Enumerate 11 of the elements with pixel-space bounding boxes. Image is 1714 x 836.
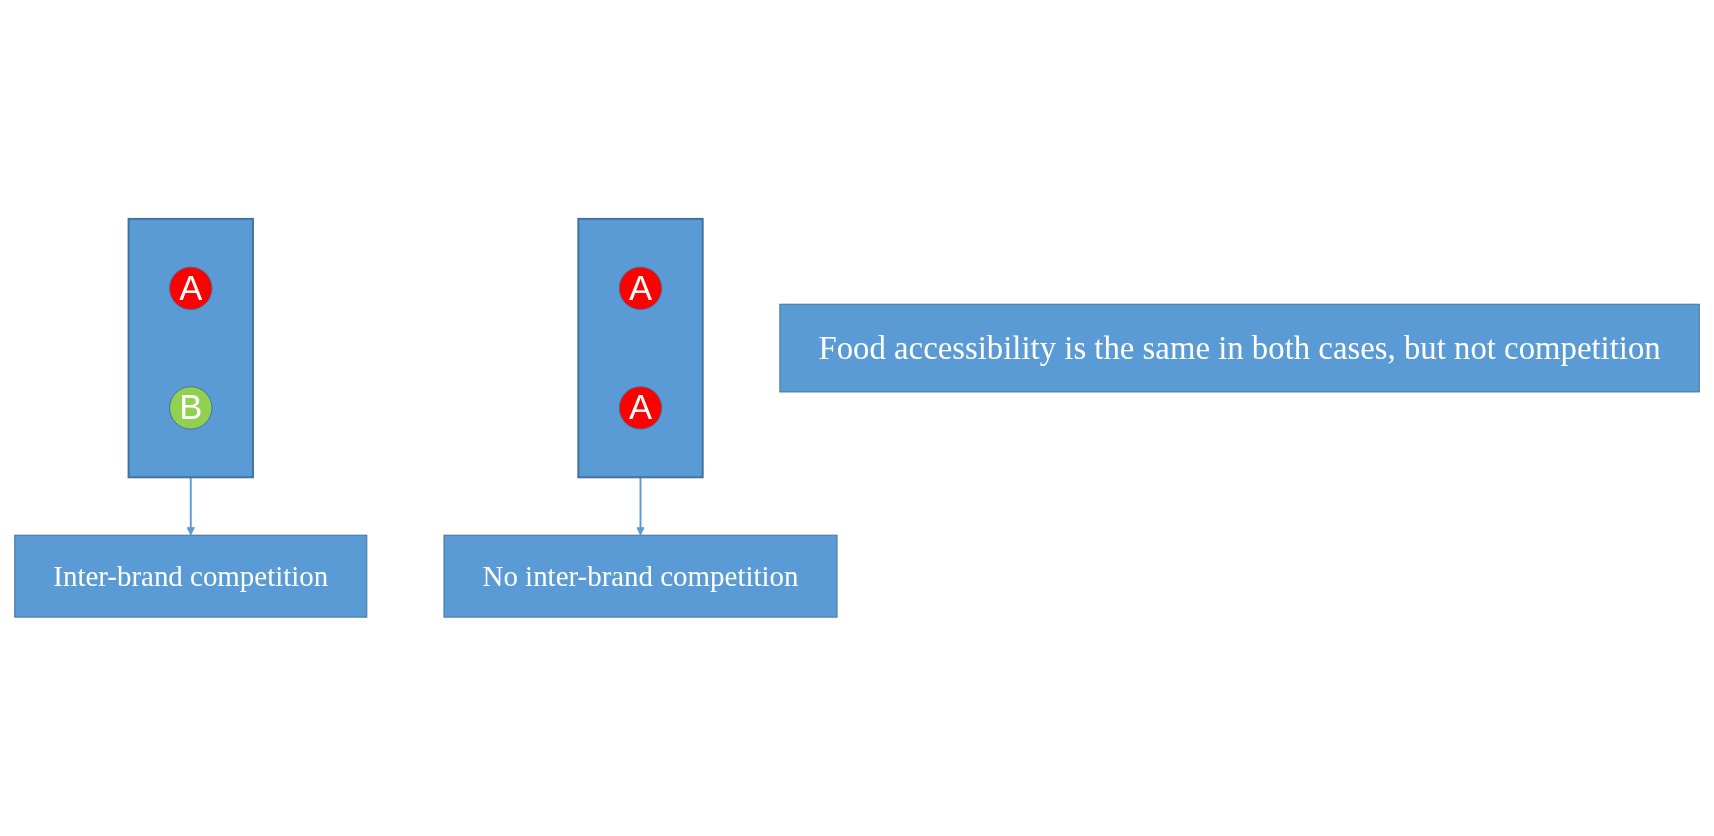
node-circle: A (169, 266, 213, 310)
node-box: No inter-brand competition (443, 534, 838, 618)
node-box: Food accessibility is the same in both cases, but not competition (779, 303, 1700, 393)
node-circle: A (618, 266, 663, 310)
node-box: Inter-brand competition (14, 534, 368, 618)
arrow (186, 476, 195, 536)
node-circle: A (618, 386, 663, 430)
arrow (636, 476, 645, 536)
node-circle: B (169, 386, 213, 430)
cluster (127, 217, 254, 479)
cluster (577, 217, 704, 479)
